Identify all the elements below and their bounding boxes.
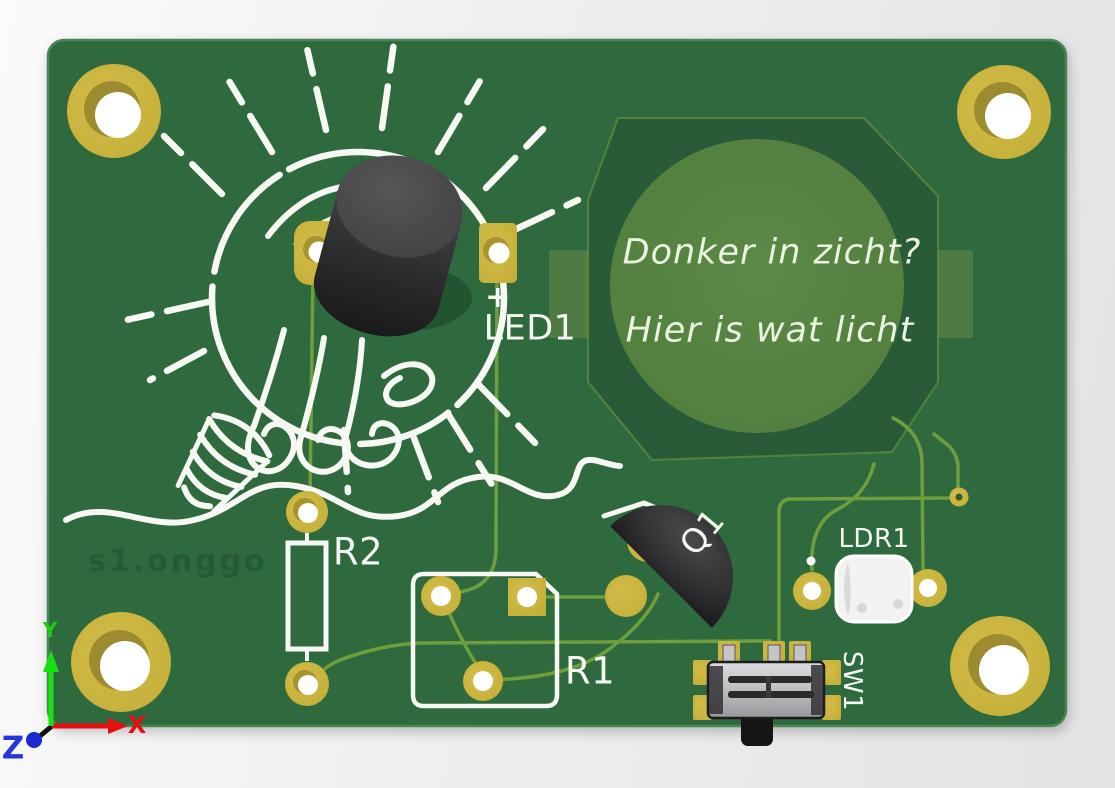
mounting-hole [950,616,1050,716]
mounting-holes [67,64,1051,716]
z-axis-line [37,723,55,739]
led1-body[interactable] [304,142,474,350]
x-axis-arrowhead [108,718,128,734]
mounting-hole [71,612,171,712]
sw1-body[interactable] [706,660,826,746]
q1-pad [605,575,647,617]
q1-body[interactable] [610,475,763,628]
r1-outline [410,571,560,709]
battery-contact-left [549,250,589,338]
y-axis-arrowhead [43,650,59,672]
ldr1-body[interactable] [834,554,914,624]
sw1-actuator [741,712,773,746]
mounting-hole [67,64,161,158]
bulb-cord [63,456,623,526]
sw1-pins [722,644,807,666]
ldr1-polarity-dot [806,556,816,566]
battery-pad-circle [610,139,904,433]
bulb-sketch-art [63,38,623,526]
bulb-screw-base [175,412,273,514]
r2-outline [285,533,329,661]
axes-gizmo [26,650,128,748]
bulb-filament [245,327,436,475]
z-axis-dot [26,732,42,748]
battery-contact-right [933,250,973,338]
mounting-hole [957,65,1051,159]
battery-holder[interactable] [549,117,973,462]
